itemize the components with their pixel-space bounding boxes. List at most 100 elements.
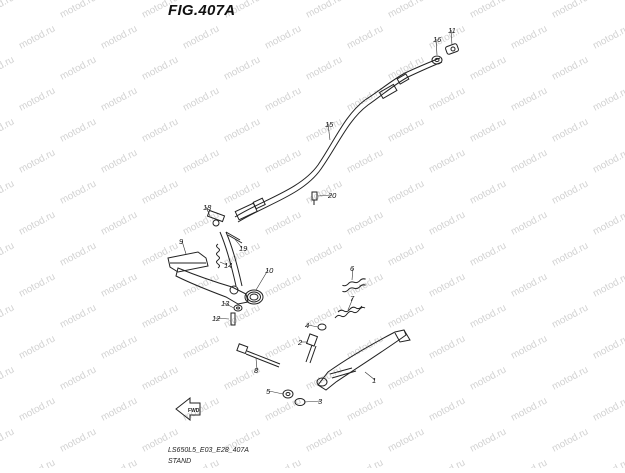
- watermark-text: motod.ru: [468, 364, 508, 392]
- watermark-text: motod.ru: [509, 395, 549, 423]
- watermark-text: motod.ru: [99, 23, 139, 51]
- watermark-text: motod.ru: [550, 302, 590, 330]
- watermark-text: motod.ru: [304, 54, 344, 82]
- callout-7: 7: [350, 294, 355, 303]
- watermark-text: motod.ru: [58, 364, 98, 392]
- leader-line: [317, 194, 332, 197]
- watermark-text: motod.ru: [222, 54, 262, 82]
- callout-12: 12: [212, 314, 221, 323]
- watermark-text: motod.ru: [263, 23, 303, 51]
- watermark-text: motod.ru: [509, 85, 549, 113]
- watermark-text: motod.ru: [140, 116, 180, 144]
- callout-1: 1: [372, 376, 376, 385]
- watermark-text: motod.ru: [386, 364, 426, 392]
- cable-bushing: [431, 55, 443, 65]
- watermark-text: motod.ru: [181, 85, 221, 113]
- watermark-text: motod.ru: [0, 302, 16, 330]
- nut-4: [317, 323, 327, 331]
- watermark-text: motod.ru: [304, 0, 344, 21]
- watermark-text: motod.ru: [345, 209, 385, 237]
- leader-line: [223, 302, 235, 309]
- watermark-text: motod.ru: [58, 54, 98, 82]
- pedal-spring: [216, 243, 220, 269]
- watermark-text: motod.ru: [99, 271, 139, 299]
- nut-5: [282, 389, 294, 399]
- watermark-text: motod.ru: [386, 0, 426, 21]
- leader-line: [327, 123, 331, 141]
- watermark-text: motod.ru: [58, 426, 98, 454]
- callout-4: 4: [305, 321, 309, 330]
- watermark-text: motod.ru: [468, 54, 508, 82]
- watermark-text: motod.ru: [427, 457, 467, 468]
- leader-line: [205, 206, 211, 217]
- pivot-bushing: [244, 289, 264, 305]
- forward-direction-arrow: FWD: [175, 396, 201, 422]
- bolt-20: [311, 191, 318, 205]
- watermark-text: motod.ru: [263, 209, 303, 237]
- watermark-text: motod.ru: [345, 23, 385, 51]
- watermark-text: motod.ru: [509, 271, 549, 299]
- watermark-text: motod.ru: [591, 457, 625, 468]
- watermark-text: motod.ru: [17, 23, 57, 51]
- watermark-text: motod.ru: [468, 426, 508, 454]
- watermark-text: motod.ru: [0, 178, 16, 206]
- watermark-text: motod.ru: [140, 364, 180, 392]
- leader-lines: [181, 29, 453, 403]
- callout-18: 18: [203, 203, 212, 212]
- leader-line: [255, 357, 258, 371]
- watermark-text: motod.ru: [181, 23, 221, 51]
- callout-16: 16: [433, 35, 442, 44]
- leader-line: [351, 267, 354, 281]
- leader-line: [364, 371, 376, 381]
- watermark-text: motod.ru: [222, 116, 262, 144]
- watermark-text: motod.ru: [140, 302, 180, 330]
- watermark-text: motod.ru: [591, 271, 625, 299]
- watermark-text: motod.ru: [304, 240, 344, 268]
- watermark-text: motod.ru: [591, 85, 625, 113]
- watermark-text: motod.ru: [427, 333, 467, 361]
- watermark-text: motod.ru: [0, 364, 16, 392]
- brake-pedal: [167, 231, 249, 305]
- leader-line: [181, 240, 187, 255]
- watermark-text: motod.ru: [468, 0, 508, 21]
- watermark-text: motod.ru: [427, 271, 467, 299]
- fwd-label: FWD: [188, 408, 200, 414]
- watermark-text: motod.ru: [509, 23, 549, 51]
- watermark-text: motod.ru: [263, 85, 303, 113]
- callout-14: 14: [224, 261, 232, 270]
- watermark-text: motod.ru: [99, 209, 139, 237]
- watermark-text: motod.ru: [550, 426, 590, 454]
- leader-line: [435, 38, 438, 56]
- callout-2: 2: [297, 338, 303, 347]
- watermark-text: motod.ru: [386, 240, 426, 268]
- watermark-text: motod.ru: [58, 178, 98, 206]
- callout-5: 5: [266, 387, 271, 396]
- watermark-text: motod.ru: [468, 302, 508, 330]
- watermark-text: motod.ru: [386, 426, 426, 454]
- watermark-text: motod.ru: [17, 271, 57, 299]
- watermark-text: motod.ru: [0, 426, 16, 454]
- stand-spring-6: [342, 278, 366, 293]
- leader-line: [450, 29, 453, 46]
- watermark-text: motod.ru: [263, 395, 303, 423]
- watermark-text: motod.ru: [17, 457, 57, 468]
- watermark-text: motod.ru: [468, 116, 508, 144]
- watermark-text: motod.ru: [345, 457, 385, 468]
- callout-8: 8: [254, 366, 259, 375]
- watermark-text: motod.ru: [263, 457, 303, 468]
- watermark-text: motod.ru: [304, 178, 344, 206]
- watermark-text: motod.ru: [181, 333, 221, 361]
- watermark-text: motod.ru: [345, 333, 385, 361]
- stand-spring-7: [334, 305, 366, 319]
- leader-line: [307, 324, 319, 328]
- watermark-text: motod.ru: [0, 54, 16, 82]
- side-stand: [316, 329, 411, 391]
- leader-line: [268, 390, 284, 395]
- cable-end-cap: [445, 43, 459, 55]
- watermark-text: motod.ru: [468, 178, 508, 206]
- watermark-text: motod.ru: [591, 395, 625, 423]
- leader-line: [347, 297, 354, 311]
